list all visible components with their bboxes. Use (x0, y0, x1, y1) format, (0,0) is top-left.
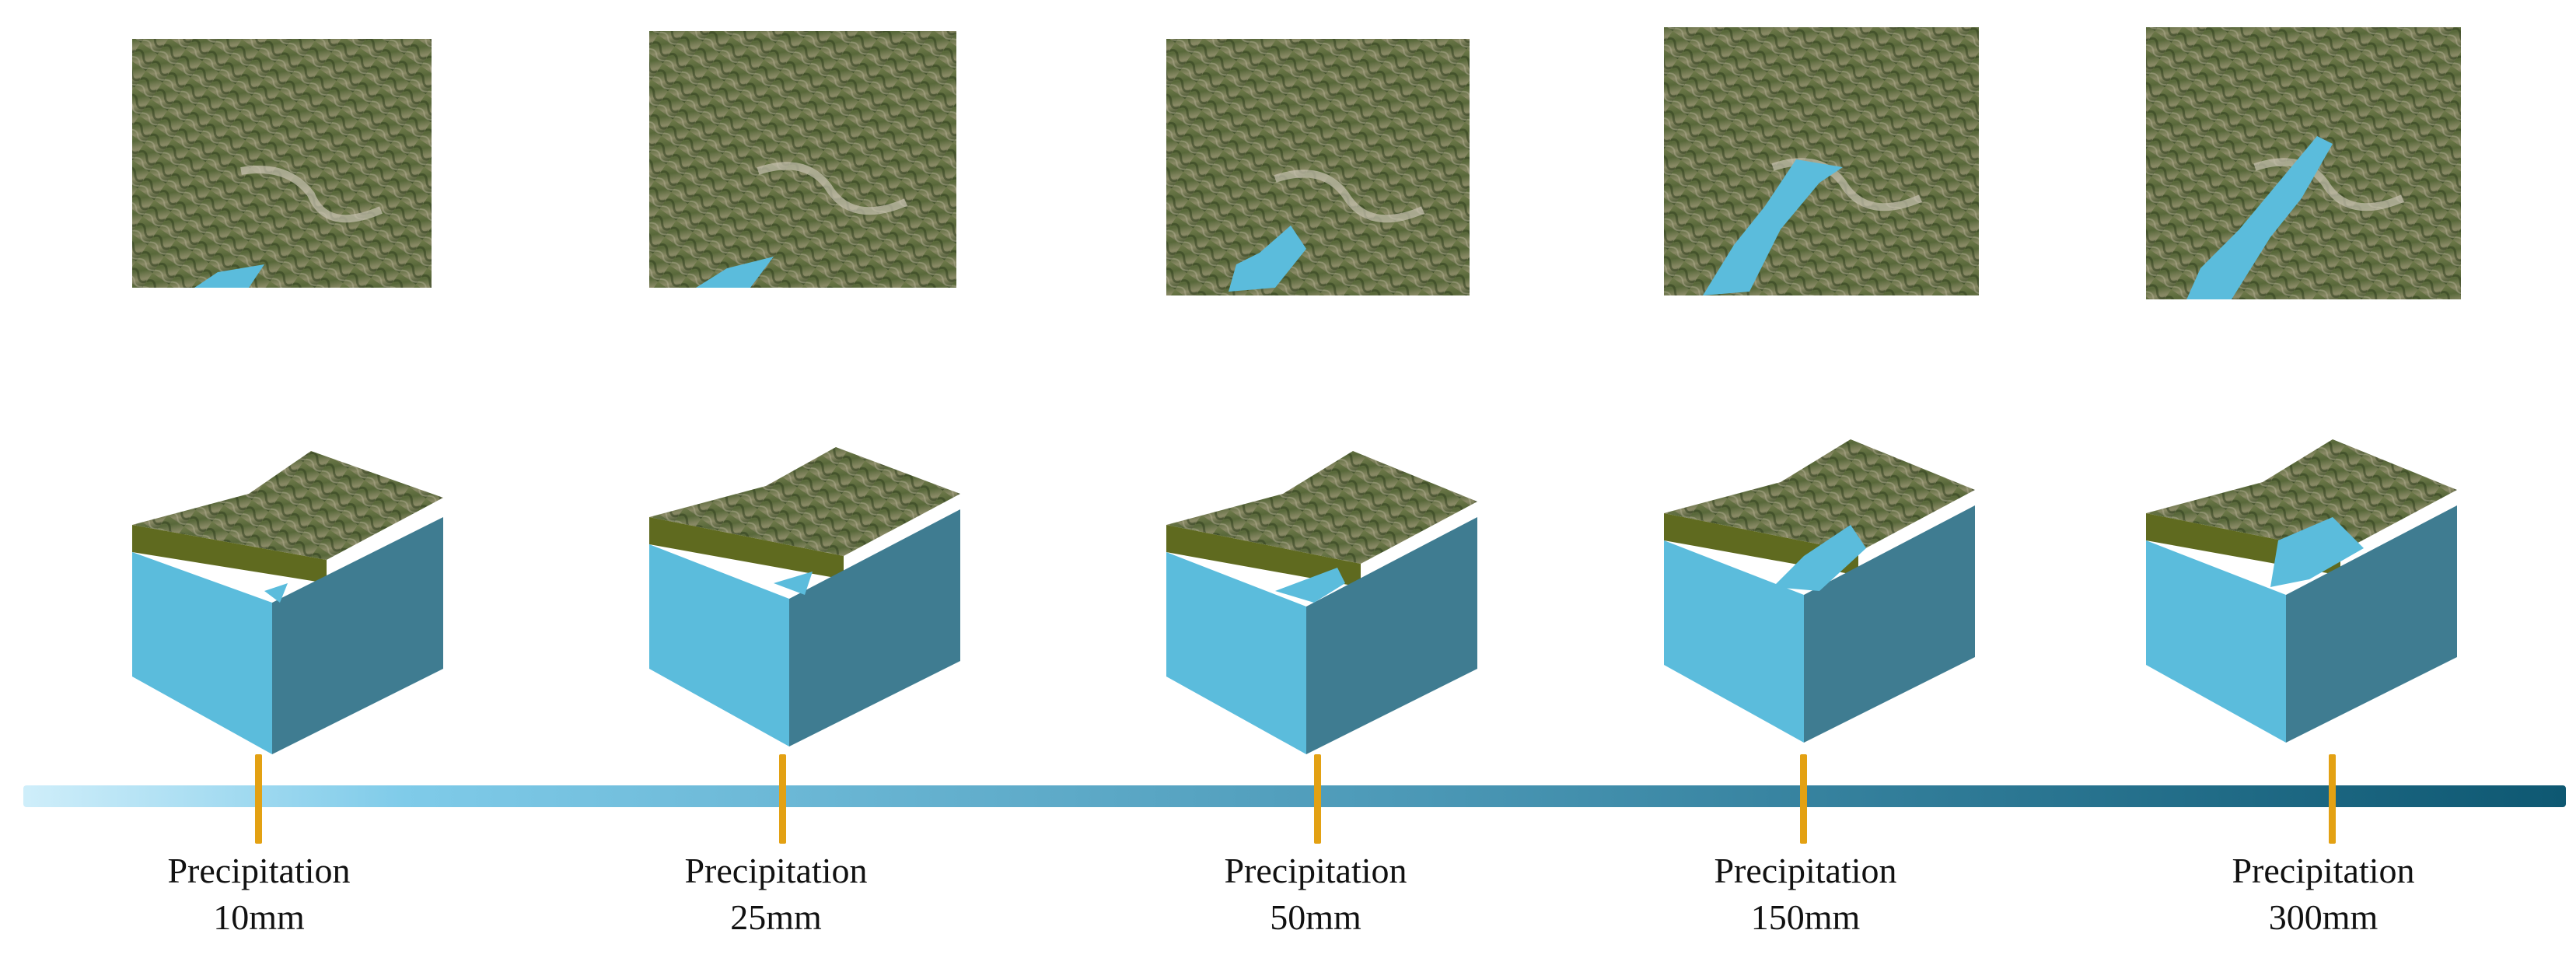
terrain-block-10mm (132, 451, 443, 754)
label-value: 10mm (213, 897, 305, 937)
label-title: Precipitation (167, 851, 351, 890)
label-10mm: Precipitation 10mm (96, 848, 422, 941)
tick-50mm (1314, 754, 1321, 844)
terrain-block-50mm (1166, 451, 1477, 754)
flood-top (2270, 517, 2364, 587)
terrain-map-300mm (2146, 27, 2461, 299)
terrain-map-150mm (1664, 27, 1979, 295)
label-title: Precipitation (1224, 851, 1407, 890)
tick-10mm (255, 754, 262, 844)
label-value: 300mm (2268, 897, 2379, 937)
label-title: Precipitation (684, 851, 868, 890)
terrain-map-10mm (132, 39, 432, 288)
label-title: Precipitation (2232, 851, 2415, 890)
label-title: Precipitation (1714, 851, 1897, 890)
terrain-block-25mm (649, 447, 960, 746)
terrain-block-300mm (2146, 439, 2457, 743)
terrain-block-150mm (1664, 439, 1975, 743)
label-150mm: Precipitation 150mm (1642, 848, 1969, 941)
label-300mm: Precipitation 300mm (2160, 848, 2487, 941)
flood-area (1703, 159, 1843, 295)
flood-top (1275, 568, 1345, 603)
label-value: 25mm (730, 897, 822, 937)
label-25mm: Precipitation 25mm (613, 848, 939, 941)
flood-area (2186, 136, 2333, 299)
tick-25mm (779, 754, 786, 844)
tick-300mm (2329, 754, 2336, 844)
flood-top (1773, 525, 1866, 591)
tick-150mm (1800, 754, 1807, 844)
flood-area (696, 257, 774, 288)
flood-area (1229, 226, 1306, 292)
flood-top (774, 572, 813, 595)
label-value: 150mm (1750, 897, 1861, 937)
flood-top (264, 583, 288, 603)
label-50mm: Precipitation 50mm (1152, 848, 1479, 941)
label-value: 50mm (1270, 897, 1361, 937)
terrain-map-50mm (1166, 39, 1470, 295)
terrain-map-25mm (649, 31, 956, 288)
precipitation-timeline-bar (23, 785, 2566, 807)
flood-area (194, 264, 264, 288)
